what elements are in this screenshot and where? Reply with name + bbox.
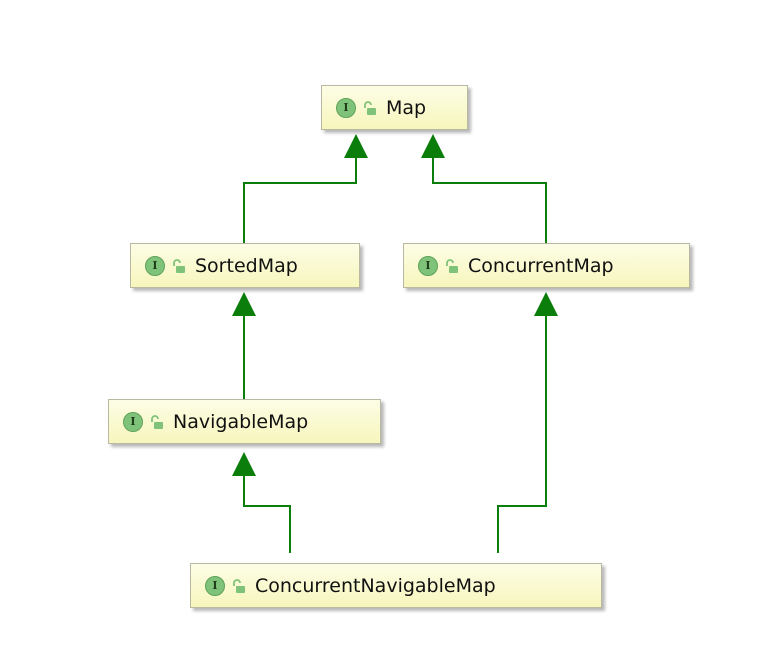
arrowhead-icon xyxy=(421,134,445,158)
edge-navigablemap-to-sortedmap xyxy=(232,292,256,399)
edge-line xyxy=(497,316,547,553)
node-navigablemap[interactable]: I NavigableMap xyxy=(108,399,381,444)
node-label: ConcurrentNavigableMap xyxy=(255,574,496,597)
edge-concurrentnavigablemap-to-navigablemap xyxy=(232,452,291,553)
node-label: SortedMap xyxy=(195,254,298,277)
public-lock-icon xyxy=(233,578,245,593)
edge-concurrentmap-to-map xyxy=(421,134,547,243)
node-label: Map xyxy=(386,96,427,119)
public-lock-icon xyxy=(364,100,376,115)
edge-line xyxy=(243,158,357,243)
edge-line xyxy=(432,158,547,243)
node-concurrentmap[interactable]: I ConcurrentMap xyxy=(403,243,690,288)
edge-concurrentnavigablemap-to-concurrentmap xyxy=(497,292,558,553)
node-sortedmap[interactable]: I SortedMap xyxy=(130,243,360,288)
arrowhead-icon xyxy=(534,292,558,316)
arrowhead-icon xyxy=(232,452,256,476)
public-lock-icon xyxy=(173,258,185,273)
arrowhead-icon xyxy=(232,292,256,316)
interface-badge-icon: I xyxy=(418,255,438,276)
interface-badge-icon: I xyxy=(145,255,165,276)
arrowhead-icon xyxy=(344,134,368,158)
interface-badge-icon: I xyxy=(336,97,356,118)
node-label: ConcurrentMap xyxy=(468,254,614,277)
node-label: NavigableMap xyxy=(173,410,309,433)
interface-badge-icon: I xyxy=(205,575,225,596)
public-lock-icon xyxy=(151,414,163,429)
public-lock-icon xyxy=(446,258,458,273)
edge-sortedmap-to-map xyxy=(243,134,368,243)
edge-line xyxy=(243,476,291,553)
interface-badge-icon: I xyxy=(123,411,143,432)
node-map[interactable]: I Map xyxy=(321,85,468,130)
node-concurrentnavigablemap[interactable]: I ConcurrentNavigableMap xyxy=(190,563,602,608)
